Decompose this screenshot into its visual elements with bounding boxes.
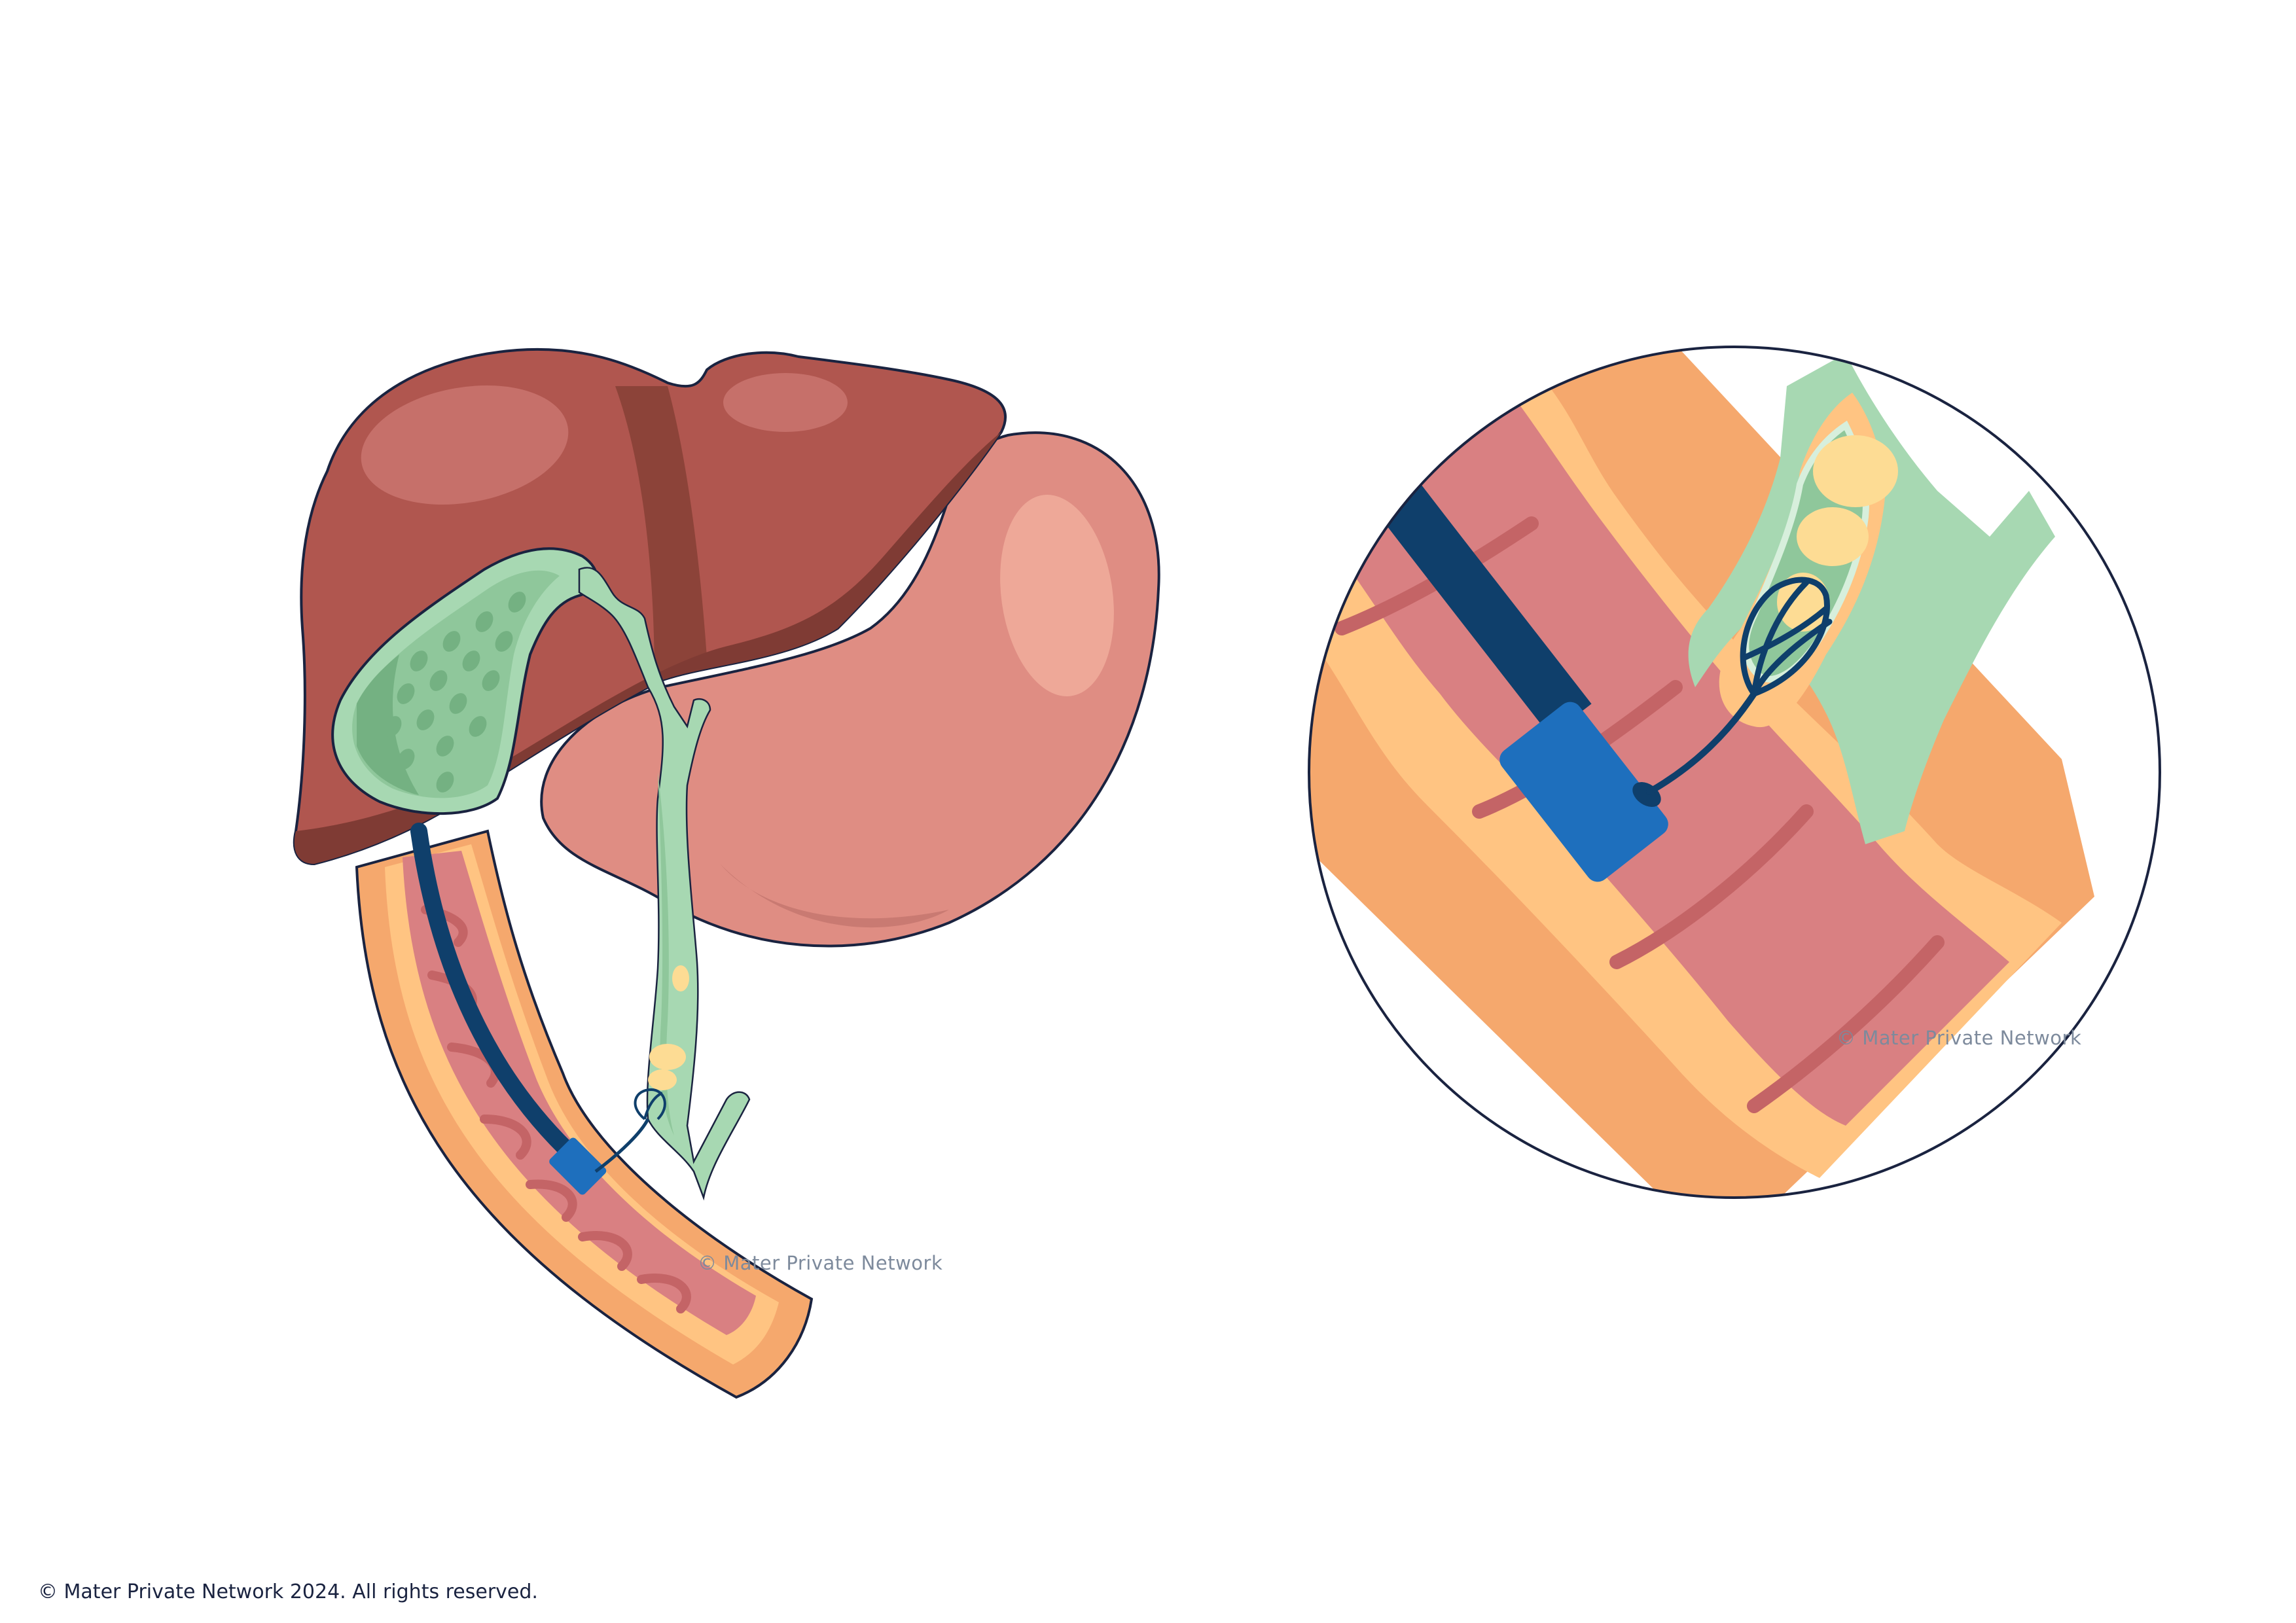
stone-large-2: [1797, 507, 1869, 566]
endoscope-overview: [410, 823, 666, 1195]
stone-small-1: [672, 965, 689, 991]
stomach: [540, 431, 1160, 948]
copyright-footer: © Mater Private Network 2024. All rights…: [38, 1580, 538, 1603]
duodenum: [355, 829, 814, 1399]
watermark-overview: © Mater Private Network: [698, 1252, 942, 1274]
liver-highlight-left: [361, 385, 569, 505]
stone-small-3: [648, 1069, 677, 1090]
inset-frame: [1308, 346, 2161, 1199]
stone-large-1: [1813, 435, 1898, 507]
overview-illustration: [293, 348, 1160, 1399]
gallbladder: [331, 547, 598, 815]
basket-retrieval-icon-overview: [634, 1088, 666, 1120]
liver-highlight-right: [723, 373, 848, 432]
stone-small-2: [649, 1044, 686, 1070]
basket-retrieval-icon: [1740, 577, 1833, 698]
magnified-inset: [1308, 346, 2161, 1199]
watermark-inset: © Mater Private Network: [1837, 1027, 2081, 1049]
stomach-highlight: [1000, 495, 1114, 696]
bile-duct: [578, 567, 751, 1201]
